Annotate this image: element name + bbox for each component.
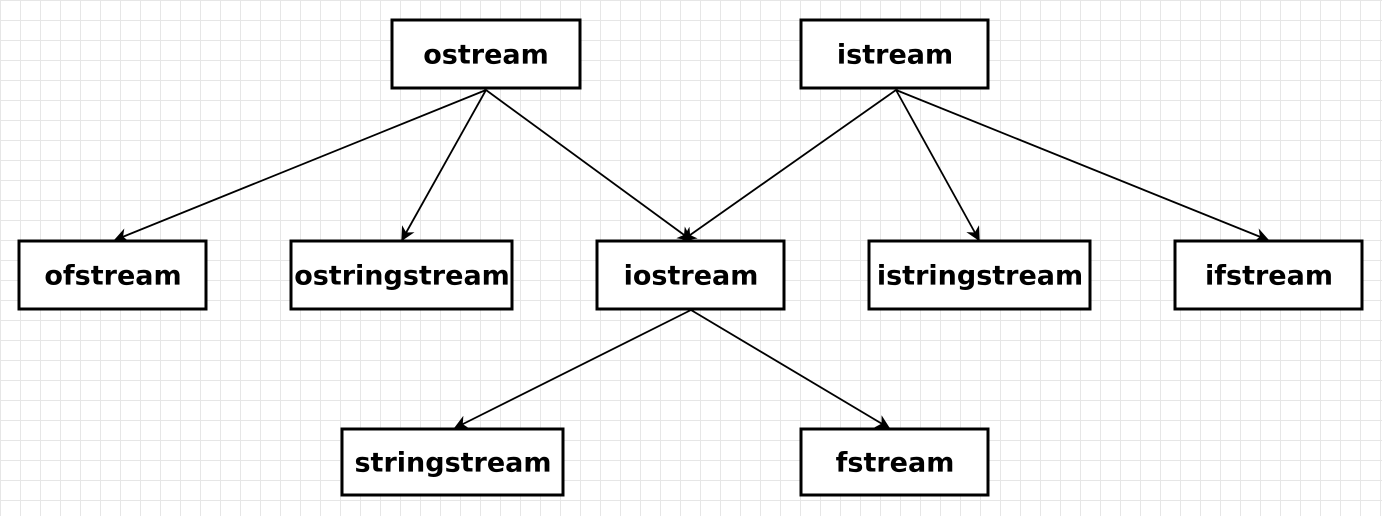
edge-iostream-to-stringstream <box>453 309 692 429</box>
node-stringstream: stringstream <box>340 427 565 497</box>
node-fstream: fstream <box>799 427 990 497</box>
node-istream-label: istream <box>837 40 953 71</box>
edges <box>113 89 1270 429</box>
node-ifstream-box <box>1173 239 1364 311</box>
node-iostream: iostream <box>595 239 786 311</box>
node-ostringstream: ostringstream <box>289 239 514 311</box>
edge-ostream-to-ostringstream <box>401 89 487 242</box>
node-stringstream-label: stringstream <box>354 448 551 479</box>
node-ifstream-label: ifstream <box>1205 261 1333 292</box>
node-iostream-box <box>595 239 786 311</box>
node-fstream-label: fstream <box>836 448 955 479</box>
node-ofstream: ofstream <box>17 239 208 311</box>
edge-istream-to-ifstream <box>895 89 1270 242</box>
node-ofstream-box <box>17 239 208 311</box>
node-ostringstream-label: ostringstream <box>294 261 510 292</box>
nodes: ostream istream ofstream ostringstream i… <box>17 18 1364 497</box>
edge-ostream-to-ofstream <box>113 89 487 242</box>
node-ostream-box <box>390 18 582 90</box>
node-iostream-label: iostream <box>624 261 759 292</box>
node-istringstream-box <box>867 239 1092 311</box>
node-ofstream-label: ofstream <box>44 261 181 292</box>
node-ostream-label: ostream <box>423 40 549 71</box>
node-istringstream-label: istringstream <box>877 261 1083 292</box>
edge-istream-to-iostream <box>681 89 897 241</box>
edge-istream-to-istringstream <box>895 89 980 242</box>
node-fstream-box <box>799 427 990 497</box>
edge-ostream-to-iostream <box>485 89 693 241</box>
node-ostream: ostream <box>390 18 582 90</box>
node-istringstream: istringstream <box>867 239 1092 311</box>
node-ifstream: ifstream <box>1173 239 1364 311</box>
edge-iostream-to-fstream <box>690 309 891 429</box>
node-istream: istream <box>799 18 990 90</box>
node-stringstream-box <box>340 427 565 497</box>
node-ostringstream-box <box>289 239 514 311</box>
node-istream-box <box>799 18 990 90</box>
